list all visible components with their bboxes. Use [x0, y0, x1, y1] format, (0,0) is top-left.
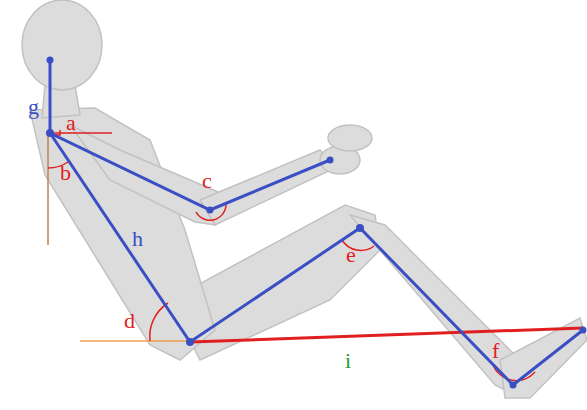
angle-label: a — [66, 112, 76, 134]
angle-label: b — [60, 162, 71, 184]
angle-label: i — [345, 350, 351, 372]
angle-label: f — [492, 340, 499, 362]
angle-label: e — [346, 244, 356, 266]
angle-label: c — [202, 170, 212, 192]
angle-label: h — [132, 228, 143, 250]
angle-label: g — [28, 96, 39, 118]
angle-label: d — [124, 310, 135, 332]
